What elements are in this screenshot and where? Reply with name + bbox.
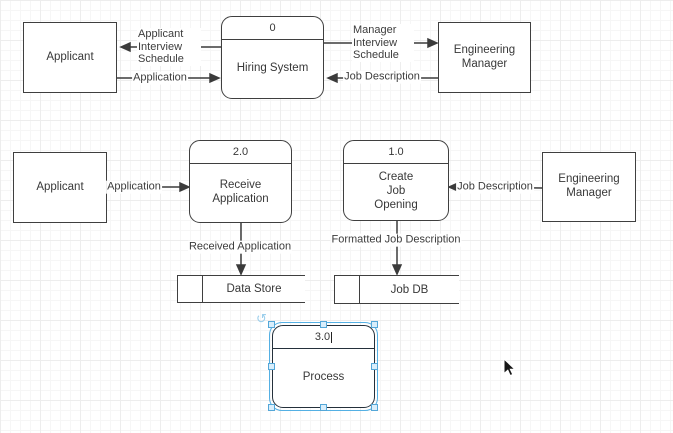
entity-label: Applicant <box>36 180 84 193</box>
flow-label-formatted-job-description[interactable]: Formatted Job Description <box>330 233 462 247</box>
entity-applicant-mid[interactable]: Applicant <box>13 152 107 223</box>
arrowhead <box>235 264 247 276</box>
datastore-job-db[interactable]: Job DB <box>334 275 459 304</box>
entity-engineering-manager-mid[interactable]: Engineering Manager <box>542 152 636 222</box>
flow-label-job-description-top[interactable]: Job Description <box>343 70 421 84</box>
entity-engineering-manager-top[interactable]: Engineering Manager <box>438 22 531 93</box>
process-label: Receive Application <box>212 179 269 205</box>
process-number: 1.0 <box>344 141 448 164</box>
datastore-key-cell <box>178 276 203 302</box>
arrowhead <box>209 72 221 84</box>
arrowhead <box>119 41 131 53</box>
process-label: Create Job Opening <box>374 171 418 211</box>
process-shape[interactable]: 3.0 Process <box>272 325 375 408</box>
mouse-cursor-icon <box>503 358 517 377</box>
resize-handle-e[interactable] <box>371 363 378 370</box>
text-caret <box>331 331 333 343</box>
arrowhead <box>179 181 191 193</box>
resize-handle-ne[interactable] <box>371 321 378 328</box>
flow-label-applicant-interview-schedule[interactable]: Applicant Interview Schedule <box>137 28 201 66</box>
flow-label-application-mid[interactable]: Application <box>106 180 162 194</box>
process-label: Hiring System <box>236 62 309 75</box>
process-label: Process <box>302 371 345 384</box>
datastore-label: Data Store <box>226 283 282 295</box>
resize-handle-sw[interactable] <box>268 404 275 411</box>
flow-label-received-application[interactable]: Received Application <box>187 240 293 254</box>
datastore-key-cell <box>335 276 360 303</box>
resize-handle-s[interactable] <box>320 404 327 411</box>
process-number-text: 3.0 <box>314 331 331 343</box>
arrowhead <box>391 264 403 276</box>
entity-applicant-top[interactable]: Applicant <box>23 22 117 93</box>
datastore-label: Job DB <box>390 283 429 296</box>
arrowhead <box>326 72 338 84</box>
process-number: 0 <box>222 17 323 40</box>
resize-handle-nw[interactable] <box>268 321 275 328</box>
flow-label-application-top[interactable]: Application <box>132 71 188 85</box>
datastore-data-store[interactable]: Data Store <box>177 275 305 303</box>
arrowhead <box>427 37 439 49</box>
process-number: 2.0 <box>190 141 291 164</box>
process-2-receive-application[interactable]: 2.0 Receive Application <box>189 140 292 223</box>
entity-label: Engineering Manager <box>558 173 620 199</box>
rotate-icon[interactable]: ↺ <box>256 311 267 326</box>
process-0-hiring-system[interactable]: 0 Hiring System <box>221 16 324 99</box>
flow-label-manager-interview-schedule[interactable]: Manager Interview Schedule <box>352 24 414 62</box>
entity-label: Applicant <box>46 50 94 63</box>
resize-handle-se[interactable] <box>371 404 378 411</box>
process-number[interactable]: 3.0 <box>273 326 374 349</box>
entity-label: Engineering Manager <box>453 43 516 70</box>
process-1-create-job-opening[interactable]: 1.0 Create Job Opening <box>343 140 449 221</box>
flow-label-job-description-mid[interactable]: Job Description <box>456 180 534 194</box>
resize-handle-w[interactable] <box>268 363 275 370</box>
resize-handle-n[interactable] <box>320 321 327 328</box>
process-3-selected[interactable]: 3.0 Process ↺ <box>256 312 378 411</box>
